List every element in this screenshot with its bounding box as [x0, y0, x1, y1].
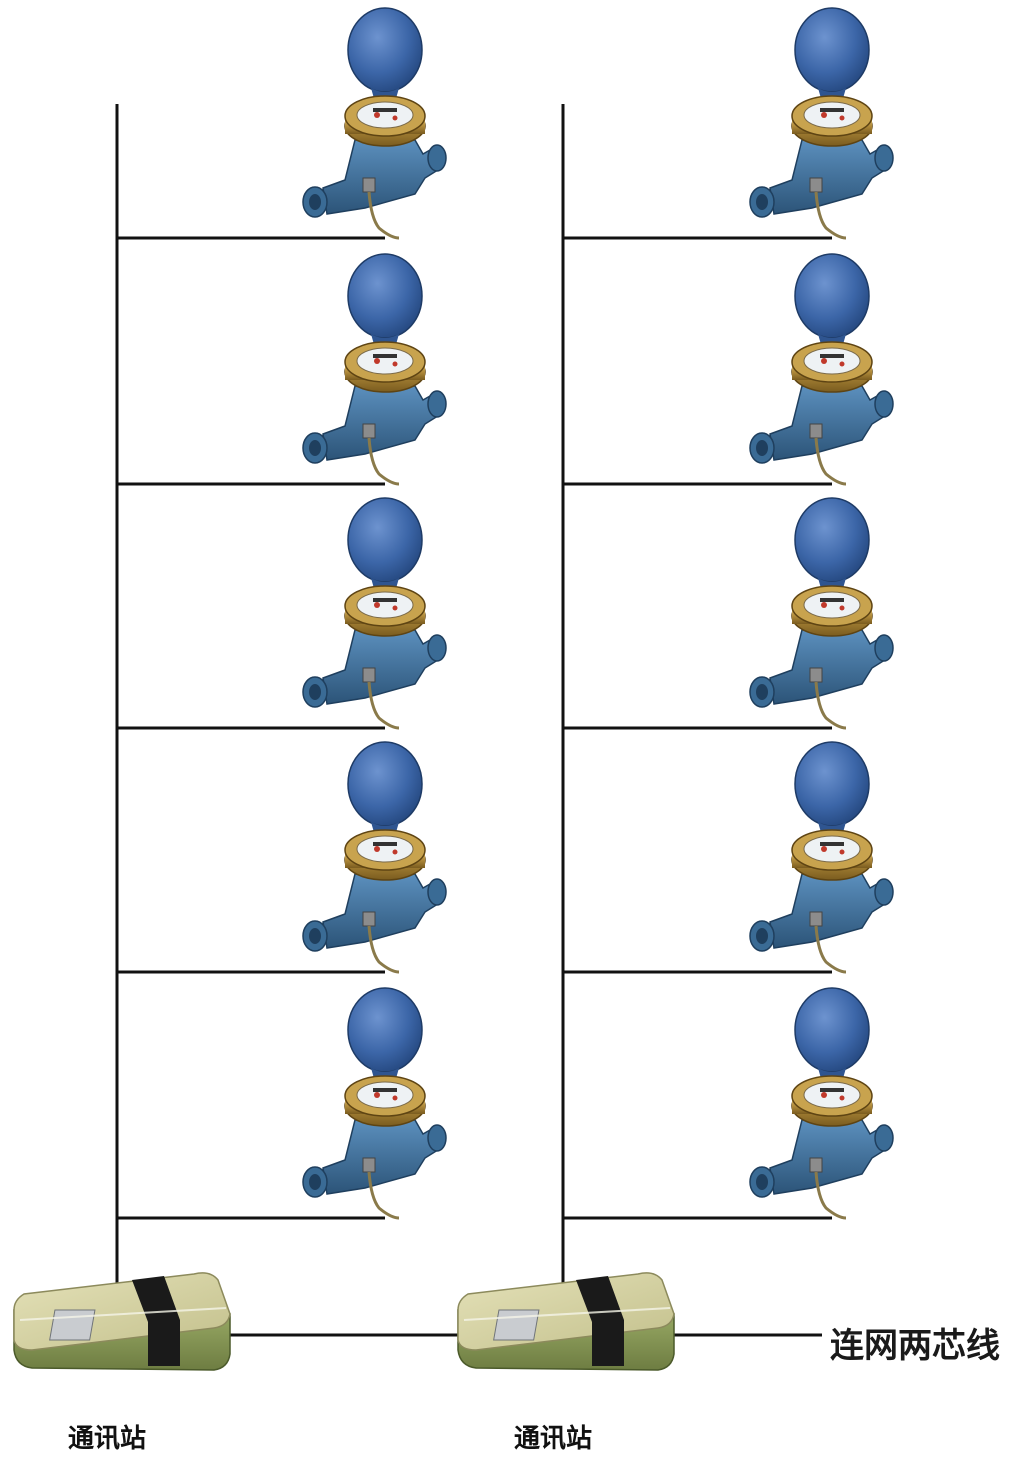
communication-stations: [14, 1273, 674, 1370]
water-meter-icon: [750, 254, 893, 484]
network-wire-label: 连网两芯线: [830, 1318, 1000, 1367]
water-meter-icon: [750, 8, 893, 238]
communication-station-icon: [458, 1273, 674, 1370]
communication-station-icon: [14, 1273, 230, 1370]
water-meter-icon: [750, 498, 893, 728]
station-label-2: 通讯站: [514, 1418, 592, 1455]
water-meter-icon: [303, 254, 446, 484]
water-meter-icon: [303, 8, 446, 238]
water-meter-icon: [303, 498, 446, 728]
water-meters: [303, 8, 893, 1218]
water-meter-icon: [303, 988, 446, 1218]
station-label-1: 通讯站: [68, 1418, 146, 1455]
water-meter-icon: [750, 742, 893, 972]
water-meter-icon: [303, 742, 446, 972]
water-meter-icon: [750, 988, 893, 1218]
wiring: [117, 104, 832, 1335]
